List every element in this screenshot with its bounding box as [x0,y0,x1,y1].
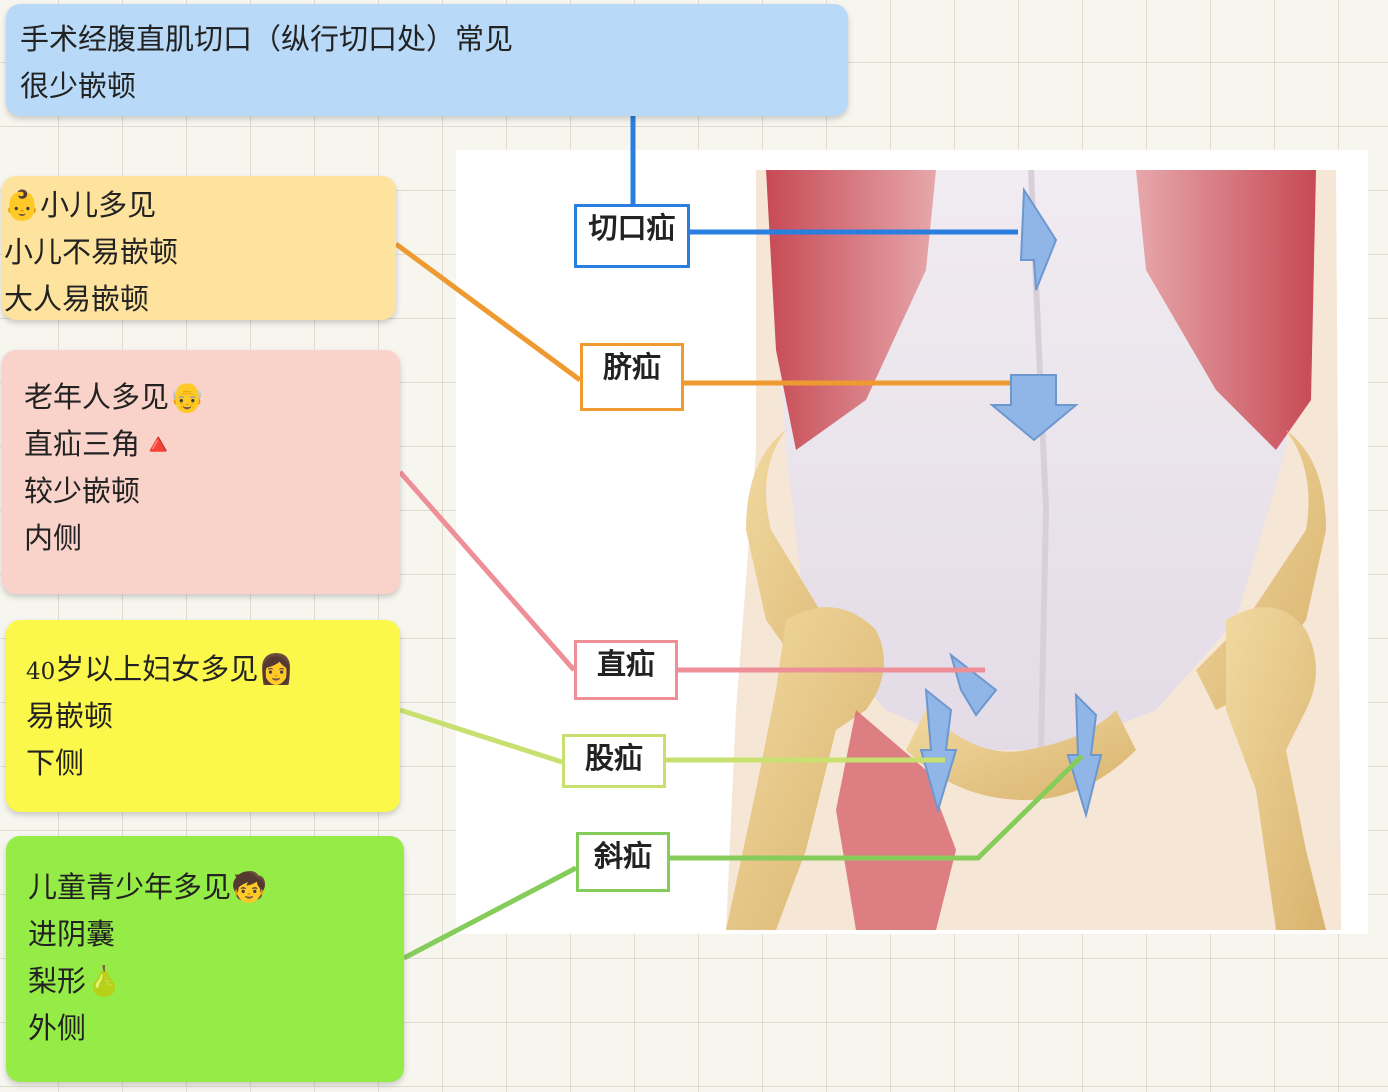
indirect-note-line-2: 进阴囊 [28,916,116,951]
femoral-hernia-note: 40岁以上妇女多见👩 易嵌顿 下侧 [6,620,400,812]
label-direct-hernia: 直疝 [574,640,678,700]
femoral-note-line-2: 易嵌顿 [26,698,114,733]
elderly-face-icon: 👴 [169,380,206,414]
umbilical-note-line-2: 小儿不易嵌顿 [4,234,179,269]
incisional-note-line-2: 很少嵌顿 [20,68,137,103]
umbilical-hernia-note: 👶小儿多见 小儿不易嵌顿 大人易嵌顿 [2,176,396,320]
right-femur [1226,607,1326,930]
direct-note-line-4: 内侧 [24,520,83,555]
woman-icon: 👩 [258,652,295,686]
umbilical-note-line-1: 小儿多见 [40,188,157,222]
direct-note-line-2: 直疝三角 [24,426,141,461]
umbilical-note-line-3: 大人易嵌顿 [4,281,150,316]
femoral-note-line-1: 岁以上妇女多见 [55,652,259,686]
pear-icon: 🍐 [86,963,123,998]
label-incisional-hernia: 切口疝 [574,204,690,268]
incisional-hernia-note: 手术经腹直肌切口（纵行切口处）常见 很少嵌顿 [6,4,848,116]
indirect-note-line-1: 儿童青少年多见 [28,870,232,904]
baby-icon: 👶 [4,188,41,222]
indirect-note-line-3: 梨形 [28,963,87,998]
incisional-hernia-arrow [1019,186,1058,291]
left-abdominal-muscle [766,170,936,450]
umbilical-hernia-arrow [989,374,1079,442]
femoral-note-age: 40 [26,659,56,685]
femoral-note-line-3: 下侧 [26,745,85,780]
red-triangle-icon: 🔺 [140,426,177,461]
abdominal-anatomy-illustration [456,150,1368,934]
label-umbilical-hernia: 脐疝 [580,343,684,411]
label-femoral-hernia: 股疝 [562,734,666,788]
child-icon: 🧒 [231,870,268,904]
indirect-hernia-note: 儿童青少年多见🧒 进阴囊 梨形🍐 外侧 [6,836,404,1082]
incisional-note-line-1: 手术经腹直肌切口（纵行切口处）常见 [20,22,514,56]
direct-hernia-note: 老年人多见👴 直疝三角🔺 较少嵌顿 内侧 [2,350,400,594]
right-abdominal-muscle [1136,170,1316,450]
direct-note-line-3: 较少嵌顿 [24,473,141,508]
indirect-note-line-4: 外侧 [28,1010,87,1045]
direct-note-line-1: 老年人多见 [24,380,170,414]
label-indirect-hernia: 斜疝 [576,832,670,892]
